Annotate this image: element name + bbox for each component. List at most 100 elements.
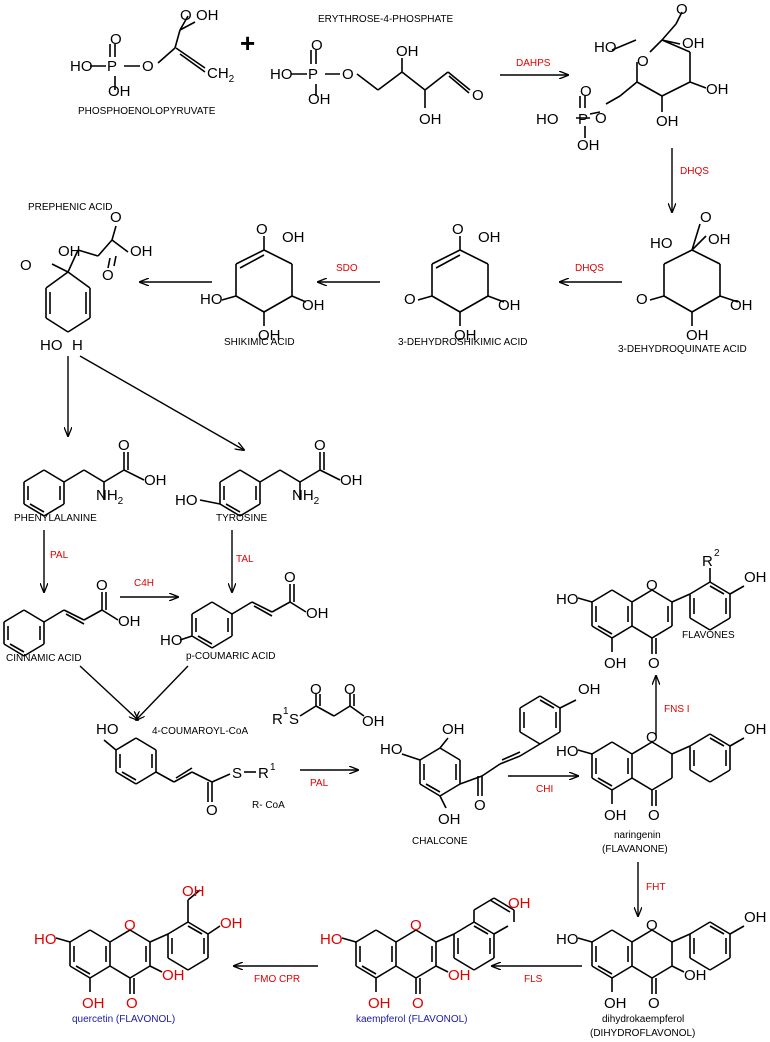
enzyme-chi: CHI [536, 784, 553, 795]
atom-o: O [474, 797, 486, 814]
flavones-structure: HO O OH O R 2 OH FLAVONES [556, 548, 767, 672]
atom-o: O [118, 437, 130, 454]
atom-oh: OH [706, 81, 729, 98]
enzyme-pal-1: PAL [50, 550, 69, 561]
atom-o: O [342, 66, 354, 83]
atom-oh: OH [604, 807, 627, 824]
atom-o: O [676, 1, 688, 18]
atom-p: P [578, 111, 588, 128]
atom-ho: HO [650, 235, 673, 252]
label-quercetin: quercetin (FLAVONOL) [72, 1014, 175, 1025]
atom-oh: OH [577, 137, 600, 154]
atom-o: O [102, 267, 114, 284]
atom-oh: OH [744, 569, 767, 586]
enzyme-sdo: SDO [336, 263, 358, 274]
atom-o: O [412, 995, 424, 1012]
atom-oh: OH [82, 995, 105, 1012]
enzyme-dhqs-1: DHQS [680, 166, 709, 177]
label-dihydroflavonol: (DIHYDROFLAVONOL) [590, 1028, 695, 1039]
atom-oh: OH [362, 713, 385, 730]
atom-o: O [700, 209, 712, 226]
phenylalanine-structure: O OH NH2 PHENYLALANINE [14, 437, 167, 524]
dehydroshikimic-structure: O OH O OH OH 3-DEHYDROSHIKIMIC ACID [398, 221, 527, 348]
label-cinnamic-acid: CINNAMIC ACID [6, 653, 82, 664]
dahp-structure: HO O O OH OH OH O HO P O OH [536, 1, 729, 154]
atom-oh: OH [744, 909, 767, 926]
atom-o: O [648, 807, 660, 824]
atom-oh: OH [684, 967, 707, 984]
label-naringenin: naringenin [614, 830, 661, 841]
atom-oh: OH [454, 327, 477, 344]
atom-ho: HO [594, 39, 617, 56]
label-erythrose-4-phosphate: ERYTHROSE-4-PHOSPHATE [318, 14, 454, 25]
prephenic-acid-structure: PREPHENIC ACID O OH O OH O HO H [20, 202, 153, 354]
atom-o: O [110, 31, 122, 48]
malonyl-structure: R 1 S O O OH [272, 681, 385, 730]
atom-ho: HO [556, 743, 579, 760]
kaempferol-structure: HO O OH O OH OH kaempferol (FLAVONOL) [320, 895, 531, 1025]
chalcone-structure: HO OH OH O OH CHALCONE [380, 681, 601, 847]
atom-o: O [314, 437, 326, 454]
atom-oh: OH [744, 721, 767, 738]
atom-o: O [142, 58, 154, 75]
erythrose-4-phosphate-structure: ERYTHROSE-4-PHOSPHATE O HO P O OH OH OH … [270, 14, 484, 128]
superscript-1: 1 [270, 762, 276, 773]
atom-ho: HO [200, 291, 223, 308]
atom-r: R [702, 553, 713, 570]
atom-s: S [232, 765, 242, 782]
atom-o: O [452, 221, 464, 238]
label-r-coa: R- CoA [252, 800, 285, 811]
atom-oh: OH [144, 472, 167, 489]
atom-ho: HO [380, 741, 403, 758]
atom-ho: HO [175, 492, 198, 509]
p-coumaric-acid-structure: HO O OH p-COUMARIC ACID [160, 569, 329, 662]
atom-ho: HO [70, 58, 93, 75]
label-dihydrokaempferol: dihydrokaempferol [602, 1014, 684, 1025]
atom-oh: OH [58, 243, 81, 260]
arrow-prephenic-tyr [79, 355, 244, 450]
atom-oh: OH [730, 297, 753, 314]
atom-ho: HO [556, 591, 579, 608]
atom-oh: OH [708, 231, 731, 248]
atom-oh: OH [442, 721, 465, 738]
atom-ch2: CH2 [207, 65, 235, 85]
atom-oh: OH [258, 327, 281, 344]
label-shikimic-acid: SHIKIMIC ACID [224, 337, 295, 348]
atom-oh: OH [508, 895, 531, 912]
enzyme-fns: FNS I [664, 704, 690, 715]
atom-o: O [256, 221, 268, 238]
atom-oh: OH [196, 7, 219, 24]
atom-p: P [107, 58, 117, 75]
atom-ho: HO [160, 632, 183, 649]
atom-o: O [124, 917, 136, 934]
label-phenylalanine: PHENYLALANINE [14, 513, 97, 524]
phosphoenolpyruvate-structure: O HO P O OH O OH CH2 PHOSPHOENOLOPYRUVAT… [70, 7, 235, 117]
label-coumaroyl-coa: 4-COUMAROYL-CoA [152, 726, 248, 737]
atom-o: O [180, 7, 192, 24]
atom-o: O [284, 569, 296, 586]
label-phosphoenolpyruvate: PHOSPHOENOLOPYRUVATE [78, 106, 216, 117]
label-kaempferol: kaempferol (FLAVONOL) [356, 1014, 468, 1025]
superscript-1: 1 [283, 706, 289, 717]
atom-o: O [126, 995, 138, 1012]
label-p-coumaric-acid: p-COUMARIC ACID [186, 651, 275, 662]
atom-o: O [636, 291, 648, 308]
atom-o: O [646, 917, 658, 934]
atom-ho: HO [40, 337, 63, 354]
label-dehydroquinate: 3-DEHYDROQUINATE ACID [618, 344, 747, 355]
atom-nh2: NH2 [292, 487, 320, 507]
label-prephenic-acid: PREPHENIC ACID [28, 202, 112, 213]
atom-o: O [580, 83, 592, 100]
atom-oh: OH [478, 229, 501, 246]
atom-p: P [308, 66, 318, 83]
atom-oh: OH [108, 83, 131, 100]
atom-oh: OH [130, 243, 153, 260]
dehydroquinate-structure: HO O OH O OH OH 3-DEHYDROQUINATE ACID [618, 209, 753, 355]
tyrosine-structure: HO O OH NH2 TYROSINE [175, 437, 363, 524]
atom-r: R [272, 711, 283, 728]
atom-ho: HO [34, 931, 57, 948]
atom-oh: OH [578, 681, 601, 698]
atom-oh: OH [686, 327, 709, 344]
atom-o: O [646, 729, 658, 746]
atom-oh: OH [118, 613, 141, 630]
